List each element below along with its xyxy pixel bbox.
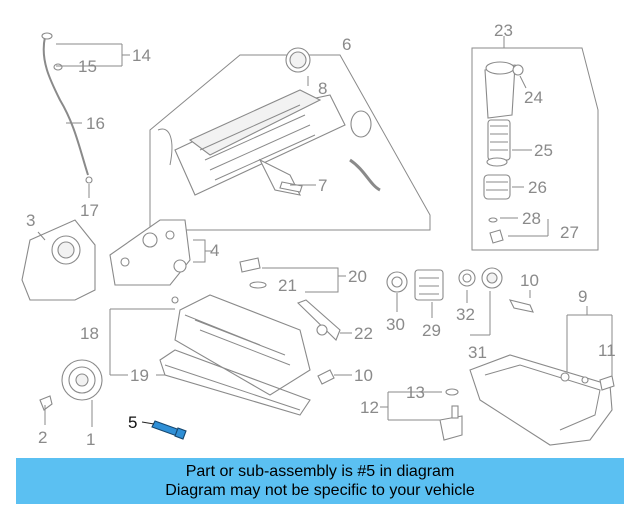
info-banner: Part or sub-assembly is #5 in diagram Di… [16,458,624,504]
sensor-10-upper [508,290,534,313]
callout-19: 19 [130,366,149,385]
callout-21: 21 [278,276,297,295]
callout-20: 20 [348,267,367,286]
callout-23: 23 [494,21,513,40]
oil-pan [469,306,615,446]
callout-12: 12 [360,398,379,417]
callout-27: 27 [560,223,579,242]
callout-15: 15 [78,57,97,76]
callout-13: 13 [406,383,425,402]
sensor-10-lower [317,369,352,385]
banner-line-part: Part or sub-assembly is #5 in diagram [185,463,455,480]
callout-10-lower: 10 [354,366,373,385]
seal-parts [239,257,346,293]
crankshaft-pulley [39,359,103,427]
callout-25: 25 [534,141,553,160]
highlighted-part-5[interactable] [141,420,187,440]
breather-hose [296,299,352,341]
callout-7: 7 [318,176,327,195]
callout-6: 6 [342,35,351,54]
engine-cover-4 [109,219,212,286]
oil-filter-housing-group [471,36,599,251]
callout-22: 22 [354,324,373,343]
callout-8: 8 [318,79,327,98]
dipstick-assembly [41,32,130,198]
callout-18: 18 [80,324,99,343]
callout-5: 5 [128,413,137,432]
callout-2: 2 [38,428,47,447]
drain-plug [380,388,463,441]
callout-28: 28 [522,209,541,228]
banner-line-disclaimer: Diagram may not be specific to your vehi… [165,482,475,499]
callout-10-upper: 10 [520,271,539,290]
callout-3: 3 [26,211,35,230]
callout-32: 32 [456,305,475,324]
callout-30: 30 [386,315,405,334]
callout-31: 31 [468,343,487,362]
callout-14: 14 [132,46,151,65]
callout-11: 11 [598,341,616,360]
callout-29: 29 [422,321,441,340]
callout-9: 9 [578,287,587,306]
callout-4: 4 [210,241,219,260]
callout-16: 16 [86,114,105,133]
timing-cover [21,219,96,301]
callout-24: 24 [524,88,543,107]
callout-1: 1 [86,430,95,449]
callout-17: 17 [80,201,99,220]
oil-cooler-group [386,267,503,336]
valve-cover [109,294,311,416]
callout-26: 26 [528,178,547,197]
intake-manifold-group [149,47,431,231]
